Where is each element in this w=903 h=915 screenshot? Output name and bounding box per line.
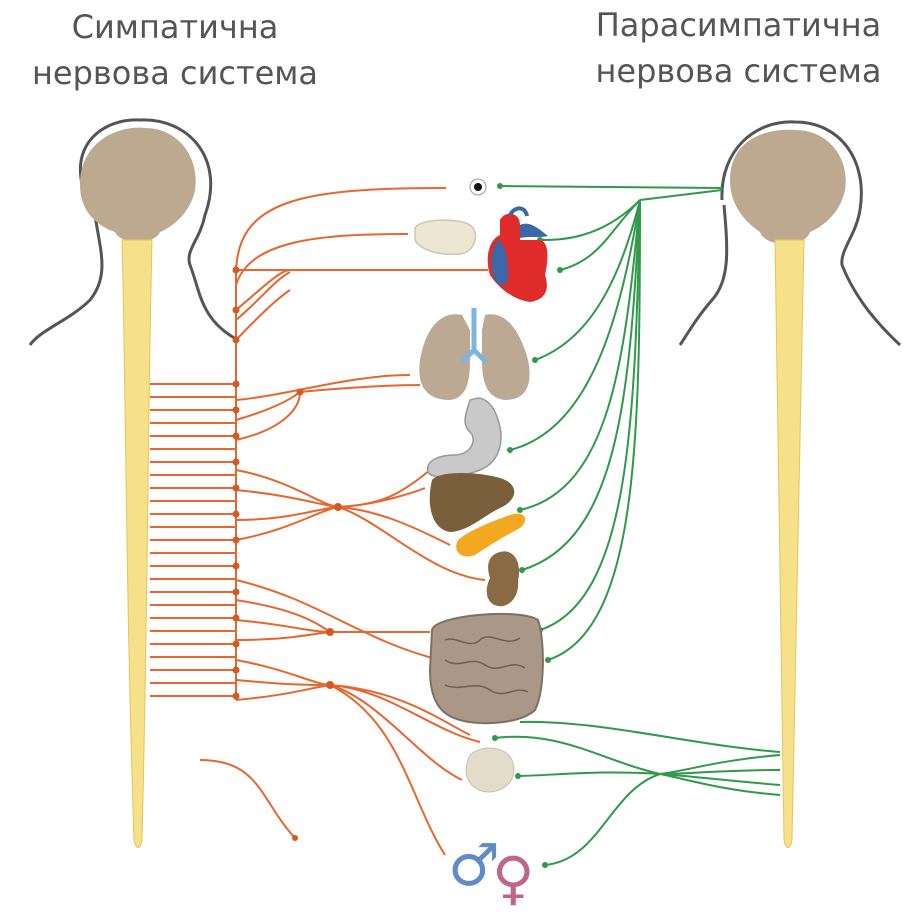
female-symbol-icon: ♀: [492, 844, 534, 912]
lungs-icon: [419, 308, 530, 400]
pancreas-icon: [456, 513, 526, 557]
bladder-icon: [465, 747, 515, 793]
nerve-to-lungs: [235, 374, 411, 421]
brain-icon: [80, 127, 196, 242]
liver-icon: [429, 473, 515, 532]
eye-icon: [469, 178, 487, 196]
spinal-rami: [150, 383, 236, 697]
sympathetic-title-line1: Симпатична: [71, 8, 279, 46]
sympathetic-title-line2: нервова система: [31, 54, 319, 92]
sympathetic-nerves: [150, 187, 488, 856]
spinal-cord-icon: [121, 239, 153, 848]
left-head: [28, 118, 239, 848]
parasympathetic-nerves: [494, 185, 781, 866]
head-outline-icon: [678, 120, 902, 347]
sympathetic-ganglia: [232, 266, 342, 841]
kidney-icon: [486, 551, 520, 607]
parasympathetic-arrowheads: [492, 183, 563, 868]
vagus-trunk: [639, 189, 723, 201]
parasympathetic-title: Парасимпатична нервова система: [574, 2, 903, 94]
spinal-cord-icon: [774, 239, 805, 848]
nerve-to-eye: [235, 187, 447, 276]
nerve-to-eye: [499, 185, 723, 189]
nerve-to-heart: [235, 269, 488, 311]
salivary-gland-icon: [414, 219, 477, 256]
nerve-to-salivary: [235, 233, 409, 286]
heart-icon: [487, 206, 548, 302]
sympathetic-title: Симпатична нервова система: [10, 4, 340, 96]
parasympathetic-title-line2: нервова система: [595, 52, 882, 90]
right-head: [678, 120, 902, 848]
brain-icon: [730, 129, 846, 244]
nerve-to-stomach: [235, 384, 421, 441]
male-symbol-icon: ♂: [448, 831, 500, 899]
intestine-icon: [428, 612, 544, 725]
parasympathetic-title-line1: Парасимпатична: [595, 6, 882, 44]
head-outline-icon: [28, 118, 239, 346]
stomach-icon: [426, 397, 502, 478]
nerve-to-celiac-ganglion: [235, 469, 339, 541]
